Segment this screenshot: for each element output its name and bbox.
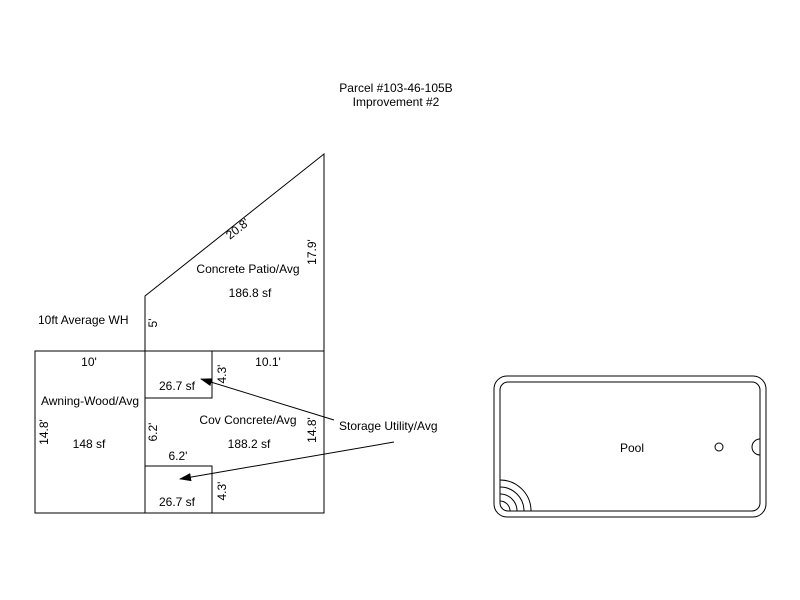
pool-drain-icon xyxy=(714,442,724,452)
awning-left-dim: 14.8' xyxy=(37,419,51,445)
parcel-title: Parcel #103-46-105B xyxy=(339,81,452,95)
cov-area: 188.2 sf xyxy=(228,437,271,451)
awning-name: Awning-Wood/Avg xyxy=(41,394,139,408)
storage-bottom-top-dim: 6.2' xyxy=(169,449,188,463)
storage-arrow-bottom xyxy=(179,441,395,482)
storage-top-dim: 4.3' xyxy=(215,365,229,384)
storage-bottom-dim: 4.3' xyxy=(215,482,229,501)
storage-arrow-top xyxy=(200,378,335,421)
pool-outer-edge xyxy=(493,375,767,518)
wh-label: 10ft Average WH xyxy=(38,313,129,327)
cov-left-dim: 6.2' xyxy=(146,423,160,442)
patio-slope-dim: 20.8' xyxy=(223,215,252,242)
awning-outline xyxy=(34,350,146,514)
patio-left-dim: 5' xyxy=(146,319,160,328)
awning-area: 148 sf xyxy=(73,437,106,451)
cov-top-dim: 10.1' xyxy=(255,355,281,369)
cov-concrete-outline xyxy=(144,350,325,514)
pool-label: Pool xyxy=(620,441,644,455)
storage-callout: Storage Utility/Avg xyxy=(339,419,438,433)
cov-name: Cov Concrete/Avg xyxy=(199,413,296,427)
patio-right-dim: 17.9' xyxy=(305,239,319,265)
pool-inner-edge xyxy=(499,381,761,512)
pool-skimmer-icon xyxy=(751,438,761,456)
storage-bottom-area: 26.7 sf xyxy=(159,495,196,509)
storage-bottom-outline xyxy=(144,465,213,514)
patio-area: 186.8 sf xyxy=(229,286,272,300)
improvement-title: Improvement #2 xyxy=(353,95,440,109)
patio-name: Concrete Patio/Avg xyxy=(196,262,299,276)
pool-steps-icon xyxy=(499,479,532,512)
awning-top-dim: 10' xyxy=(81,355,97,369)
storage-top-outline xyxy=(144,350,213,399)
patio-outline xyxy=(144,152,325,352)
cov-right-dim: 14.8' xyxy=(305,417,319,443)
storage-top-area: 26.7 sf xyxy=(159,379,196,393)
